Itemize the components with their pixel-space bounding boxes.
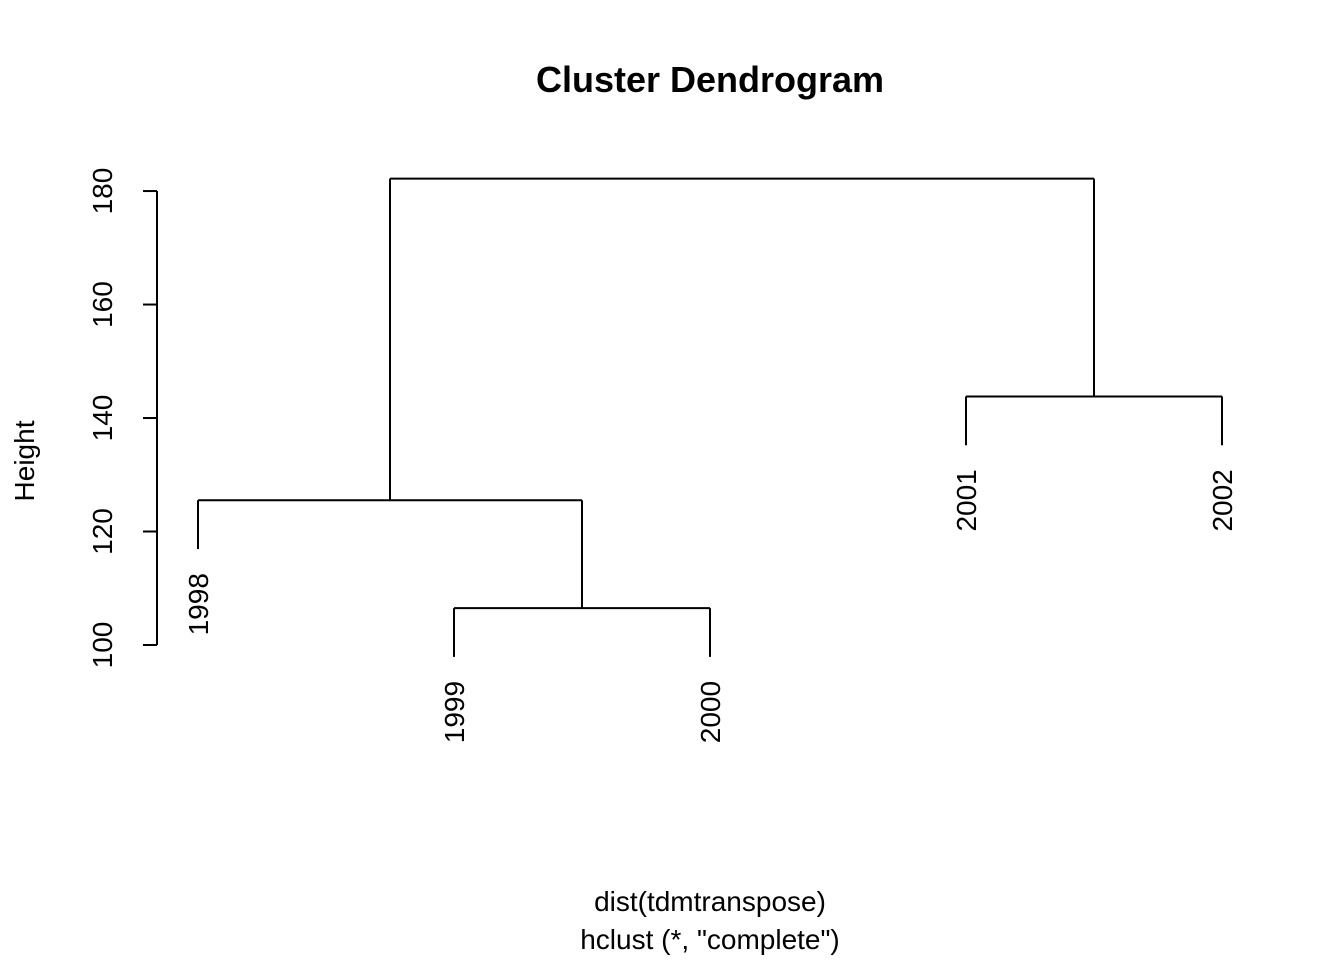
leaf-label: 1998 (183, 573, 214, 635)
chart-title: Cluster Dendrogram (536, 59, 884, 100)
y-tick-label: 100 (87, 622, 118, 669)
y-axis: 100 120 140 160 180 (87, 168, 158, 669)
x-axis-label: dist(tdmtranspose) (594, 886, 826, 917)
leaf-label: 2000 (695, 681, 726, 743)
leaf-labels: 1998 1999 2000 2001 2002 (183, 469, 1238, 743)
leaf-label: 2001 (951, 469, 982, 531)
y-tick-label: 140 (87, 395, 118, 442)
y-tick-label: 120 (87, 508, 118, 555)
leaf-label: 1999 (439, 681, 470, 743)
dendrogram-tree (197, 177, 1223, 657)
x-axis-sublabel: hclust (*, "complete") (580, 924, 840, 955)
leaf-label: 2002 (1207, 469, 1238, 531)
y-axis-label: Height (9, 420, 40, 501)
y-tick-label: 160 (87, 281, 118, 328)
y-tick-label: 180 (87, 168, 118, 215)
